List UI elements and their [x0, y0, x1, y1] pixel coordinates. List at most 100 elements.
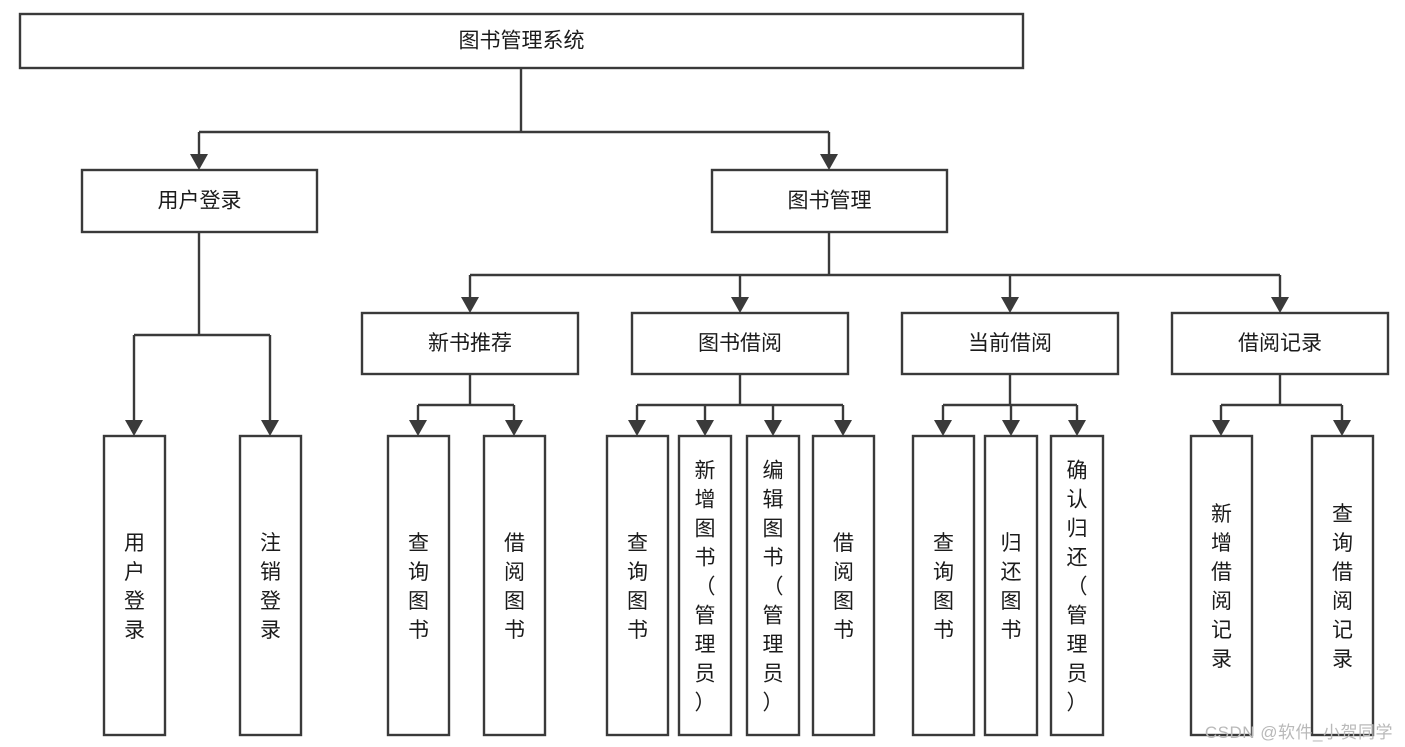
- svg-text:阅: 阅: [833, 561, 854, 584]
- level3-node-box-2[interactable]: [900, 311, 1120, 376]
- svg-text:借: 借: [1211, 561, 1232, 584]
- svg-text:借: 借: [833, 532, 854, 555]
- connector-layer: [125, 68, 1351, 436]
- level2-node-label-1: 图书管理: [788, 190, 872, 213]
- svg-text:图: 图: [504, 590, 525, 613]
- leaf-node-box-8[interactable]: [911, 434, 976, 737]
- svg-text:）: ）: [1067, 692, 1088, 715]
- svg-text:书: 书: [408, 619, 429, 642]
- svg-text:归: 归: [1067, 518, 1088, 541]
- leaf-node-box-0[interactable]: [102, 434, 167, 737]
- svg-text:新: 新: [695, 460, 716, 483]
- svg-text:书: 书: [933, 619, 954, 642]
- svg-text:员: 员: [1067, 663, 1088, 686]
- svg-text:员: 员: [763, 663, 784, 686]
- svg-text:增: 增: [1211, 532, 1232, 555]
- svg-text:户: 户: [124, 561, 145, 584]
- svg-text:借: 借: [1332, 561, 1353, 584]
- svg-text:图: 图: [833, 590, 854, 613]
- svg-text:管: 管: [1067, 605, 1088, 628]
- svg-text:询: 询: [1332, 532, 1353, 555]
- level2-node-label-0: 用户登录: [158, 190, 242, 213]
- svg-text:询: 询: [408, 561, 429, 584]
- svg-text:录: 录: [260, 619, 281, 642]
- connector-bookmgmt-to-level3: [461, 232, 1289, 313]
- svg-text:）: ）: [695, 692, 716, 715]
- connector-login-to-leaves: [125, 232, 279, 436]
- level3-node-box-3[interactable]: [1170, 311, 1390, 376]
- svg-text:图: 图: [408, 590, 429, 613]
- svg-text:新: 新: [1211, 503, 1232, 526]
- svg-text:查: 查: [627, 532, 648, 555]
- svg-text:确: 确: [1067, 460, 1088, 483]
- leaf-node-box-9[interactable]: [983, 434, 1039, 737]
- svg-text:）: ）: [763, 692, 784, 715]
- leaf-node-box-1[interactable]: [238, 434, 303, 737]
- svg-text:增: 增: [695, 489, 716, 512]
- svg-text:还: 还: [1067, 547, 1088, 570]
- svg-text:查: 查: [933, 532, 954, 555]
- level2-node-box-0[interactable]: [80, 168, 319, 234]
- svg-text:书: 书: [504, 619, 525, 642]
- leaf-node-box-6[interactable]: [745, 434, 801, 737]
- connector-root-to-level2: [190, 68, 838, 170]
- connector-record-to-leaves: [1212, 374, 1351, 436]
- svg-text:书: 书: [833, 619, 854, 642]
- svg-text:还: 还: [1001, 561, 1022, 584]
- leaf-node-box-2[interactable]: [386, 434, 451, 737]
- svg-text:销: 销: [260, 561, 281, 584]
- root-node-label: 图书管理系统: [459, 30, 585, 53]
- svg-text:借: 借: [504, 532, 525, 555]
- svg-text:注: 注: [260, 532, 281, 555]
- svg-text:记: 记: [1211, 619, 1232, 642]
- leaf-node-box-12[interactable]: [1310, 434, 1375, 737]
- svg-text:书: 书: [763, 547, 784, 570]
- leaf-node-box-7[interactable]: [811, 434, 876, 737]
- level2-node-box-1[interactable]: [710, 168, 949, 234]
- svg-text:认: 认: [1067, 489, 1088, 512]
- leaf-node-label-0: 用户登录: [124, 532, 145, 642]
- svg-text:登: 登: [260, 590, 281, 613]
- svg-text:录: 录: [1332, 648, 1353, 671]
- svg-text:书: 书: [627, 619, 648, 642]
- node-layer: 图书管理系统用户登录图书管理新书推荐图书借阅当前借阅借阅记录用户登录注销登录查询…: [18, 12, 1390, 737]
- svg-text:编: 编: [763, 460, 784, 483]
- connector-current-to-leaves: [934, 374, 1086, 436]
- svg-text:管: 管: [695, 605, 716, 628]
- svg-text:阅: 阅: [504, 561, 525, 584]
- svg-text:用: 用: [124, 532, 145, 555]
- svg-text:记: 记: [1332, 619, 1353, 642]
- level3-node-label-0: 新书推荐: [428, 332, 512, 355]
- level3-node-label-1: 图书借阅: [698, 332, 782, 355]
- leaf-node-box-4[interactable]: [605, 434, 670, 737]
- svg-text:理: 理: [1067, 634, 1088, 657]
- svg-text:理: 理: [763, 634, 784, 657]
- connector-borrow-to-leaves: [628, 374, 852, 436]
- leaf-node-box-11[interactable]: [1189, 434, 1254, 737]
- connector-newbook-to-leaves: [409, 374, 523, 436]
- root-node-box[interactable]: [18, 12, 1025, 70]
- svg-text:查: 查: [1332, 503, 1353, 526]
- leaf-node-box-5[interactable]: [677, 434, 733, 737]
- level3-node-label-2: 当前借阅: [968, 332, 1052, 355]
- svg-text:阅: 阅: [1332, 590, 1353, 613]
- svg-text:录: 录: [1211, 648, 1232, 671]
- leaf-node-box-3[interactable]: [482, 434, 547, 737]
- level3-node-box-0[interactable]: [360, 311, 580, 376]
- csdn-watermark: CSDN @软件_小贺同学: [1204, 723, 1393, 742]
- svg-text:管: 管: [763, 605, 784, 628]
- level3-node-box-1[interactable]: [630, 311, 850, 376]
- leaf-node-box-10[interactable]: [1049, 434, 1105, 737]
